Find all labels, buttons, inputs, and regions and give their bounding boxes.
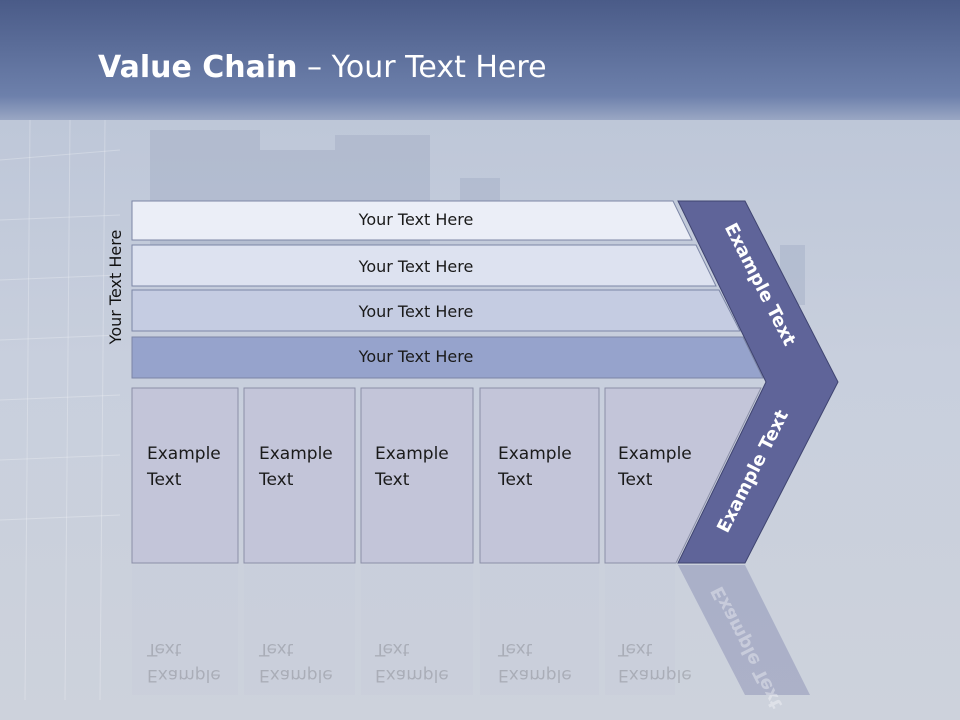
reflection-label-1-line1: Example bbox=[147, 665, 221, 685]
row-bar-2 bbox=[131, 244, 717, 287]
row-bar-4 bbox=[131, 336, 764, 379]
column-label-4-line2: Text bbox=[497, 470, 533, 490]
column-box-3 bbox=[360, 387, 474, 564]
column-label-3-line2: Text bbox=[374, 470, 410, 490]
reflection-label-2-line2: Text bbox=[258, 639, 294, 659]
row-bar-3 bbox=[131, 289, 741, 332]
column-label-4-line1: Example bbox=[498, 444, 572, 464]
reflection-label-5-line2: Text bbox=[617, 639, 653, 659]
column-boxes: Example Text Example Text Example Text E… bbox=[131, 387, 762, 564]
row-bars: Your Text Here Your Text Here Your Text … bbox=[131, 200, 764, 379]
reflection-box-1 bbox=[132, 565, 238, 695]
reflection-box-3 bbox=[361, 565, 473, 695]
title-rest: – Your Text Here bbox=[297, 50, 547, 85]
column-label-1-line1: Example bbox=[147, 444, 221, 464]
column-label-2-line1: Example bbox=[259, 444, 333, 464]
reflection-label-3-line2: Text bbox=[374, 639, 410, 659]
reflection-chevron bbox=[678, 565, 810, 695]
column-label-5-line1: Example bbox=[618, 444, 692, 464]
reflection-label-1-line2: Text bbox=[146, 639, 182, 659]
row-label-4: Your Text Here bbox=[358, 347, 474, 366]
reflection-box-5 bbox=[605, 565, 675, 695]
reflection-label-4-line2: Text bbox=[497, 639, 533, 659]
column-box-1 bbox=[131, 387, 239, 564]
title-bold: Value Chain bbox=[98, 50, 298, 85]
side-label: Your Text Here bbox=[106, 230, 125, 346]
reflection-label-5-line1: Example bbox=[618, 665, 692, 685]
row-label-3: Your Text Here bbox=[358, 302, 474, 321]
column-box-4 bbox=[479, 387, 600, 564]
reflection-box-2 bbox=[244, 565, 355, 695]
row-label-2: Your Text Here bbox=[358, 257, 474, 276]
chevron-arrow bbox=[677, 200, 839, 564]
column-box-5 bbox=[604, 387, 762, 564]
reflection bbox=[132, 565, 810, 695]
row-label-1: Your Text Here bbox=[358, 210, 474, 229]
column-label-3-line1: Example bbox=[375, 444, 449, 464]
column-box-2 bbox=[243, 387, 356, 564]
header-band bbox=[0, 0, 960, 120]
reflection-label-3-line1: Example bbox=[375, 665, 449, 685]
row-bar-1 bbox=[131, 200, 693, 241]
reflection-label-2-line1: Example bbox=[259, 665, 333, 685]
column-label-1-line2: Text bbox=[146, 470, 182, 490]
column-label-5-line2: Text bbox=[617, 470, 653, 490]
reflection-label-4-line1: Example bbox=[498, 665, 572, 685]
column-label-2-line2: Text bbox=[258, 470, 294, 490]
reflection-box-4 bbox=[480, 565, 599, 695]
page-title: Value Chain – Your Text Here bbox=[98, 50, 547, 85]
